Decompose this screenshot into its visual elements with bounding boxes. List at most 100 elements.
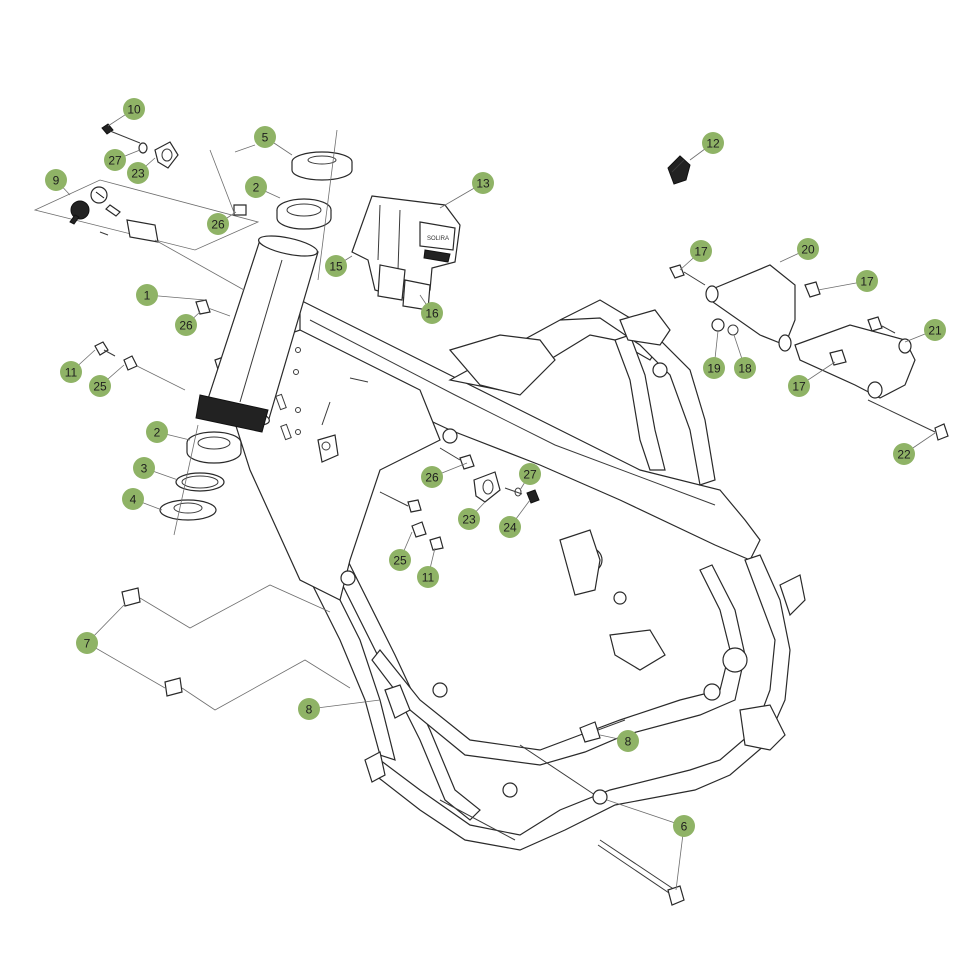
callout-26: 26 — [175, 314, 197, 336]
callout-circle — [417, 566, 439, 588]
callout-number: 17 — [860, 275, 874, 289]
callout-2: 2 — [146, 421, 168, 443]
callout-circle — [856, 270, 878, 292]
steering-head-tube — [195, 235, 319, 433]
callout-25: 25 — [89, 375, 111, 397]
callout-number: 26 — [211, 218, 225, 232]
callout-8: 8 — [617, 730, 639, 752]
callout-number: 11 — [422, 571, 435, 585]
spacers — [121, 584, 351, 711]
callout-number: 21 — [928, 324, 942, 338]
callout-26: 26 — [207, 213, 229, 235]
callout-13: 13 — [472, 172, 494, 194]
callout-23: 23 — [458, 508, 480, 530]
callout-circle — [673, 815, 695, 837]
callout-number: 4 — [130, 493, 137, 507]
callout-number: 10 — [127, 103, 141, 117]
callout-11: 11 — [417, 566, 439, 588]
callout-number: 23 — [131, 167, 145, 181]
callout-number: 20 — [801, 243, 815, 257]
callout-circle — [702, 132, 724, 154]
callout-16: 16 — [421, 302, 443, 324]
callout-6: 6 — [673, 815, 695, 837]
callout-circle — [893, 443, 915, 465]
callout-27: 27 — [519, 463, 541, 485]
callout-number: 1 — [144, 289, 151, 303]
callout-2: 2 — [245, 176, 267, 198]
callout-circle — [175, 314, 197, 336]
callout-1: 1 — [136, 284, 158, 306]
callout-number: 2 — [253, 181, 260, 195]
callout-circle — [421, 466, 443, 488]
engine-mount-brackets — [669, 264, 949, 441]
callout-number: 12 — [706, 137, 720, 151]
callout-circle — [325, 255, 347, 277]
callout-number: 25 — [93, 380, 107, 394]
callout-15: 15 — [325, 255, 347, 277]
callout-circle — [89, 375, 111, 397]
long-bolt-group — [519, 719, 685, 906]
callout-circle — [421, 302, 443, 324]
callout-circle — [104, 149, 126, 171]
callout-number: 18 — [738, 362, 752, 376]
ignition-lock-group — [33, 123, 260, 251]
callout-number: 17 — [694, 245, 708, 259]
callout-circle — [45, 169, 67, 191]
callout-circle — [472, 172, 494, 194]
callout-number: 27 — [108, 154, 122, 168]
callout-circle — [298, 698, 320, 720]
callout-number: 26 — [179, 319, 193, 333]
callout-25: 25 — [389, 549, 411, 571]
callout-12: 12 — [702, 132, 724, 154]
callout-circle — [458, 508, 480, 530]
callout-circle — [924, 319, 946, 341]
callout-26: 26 — [421, 466, 443, 488]
upper-bearing — [276, 198, 332, 230]
electronics-bracket: SOLIRA — [351, 195, 461, 311]
callout-19: 19 — [703, 357, 725, 379]
callout-8: 8 — [298, 698, 320, 720]
callout-circle — [133, 457, 155, 479]
callout-number: 3 — [141, 462, 148, 476]
callout-circle — [734, 357, 756, 379]
callout-number: 27 — [523, 468, 537, 482]
callout-circle — [123, 98, 145, 120]
callout-number: 7 — [84, 637, 91, 651]
callout-number: 17 — [792, 380, 806, 394]
callout-circle — [788, 375, 810, 397]
motorcycle-frame — [214, 299, 806, 851]
callout-number: 9 — [53, 174, 60, 188]
callout-number: 2 — [154, 426, 161, 440]
lower-bearing — [186, 431, 242, 464]
callout-number: 5 — [262, 131, 269, 145]
fasteners-left — [94, 299, 231, 391]
callout-24: 24 — [499, 516, 521, 538]
callout-circle — [122, 488, 144, 510]
callout-23: 23 — [127, 162, 149, 184]
callout-circle — [797, 238, 819, 260]
callout-number: 26 — [425, 471, 439, 485]
cable-clamp — [667, 155, 691, 185]
callout-21: 21 — [924, 319, 946, 341]
callout-circle — [703, 357, 725, 379]
callout-17: 17 — [856, 270, 878, 292]
callout-22: 22 — [893, 443, 915, 465]
callout-number: 15 — [329, 260, 343, 274]
callout-27: 27 — [104, 149, 126, 171]
callout-number: 16 — [425, 307, 439, 321]
callout-circle — [389, 549, 411, 571]
callout-circle — [690, 240, 712, 262]
bearing-race — [159, 499, 217, 521]
callout-number: 11 — [65, 366, 78, 380]
callout-10: 10 — [123, 98, 145, 120]
callout-circle — [519, 463, 541, 485]
callout-circle — [617, 730, 639, 752]
callout-17: 17 — [788, 375, 810, 397]
callout-number: 23 — [462, 513, 476, 527]
callout-7: 7 — [76, 632, 98, 654]
callout-number: 8 — [306, 703, 313, 717]
fasteners-mid — [379, 447, 540, 551]
callout-circle — [254, 126, 276, 148]
